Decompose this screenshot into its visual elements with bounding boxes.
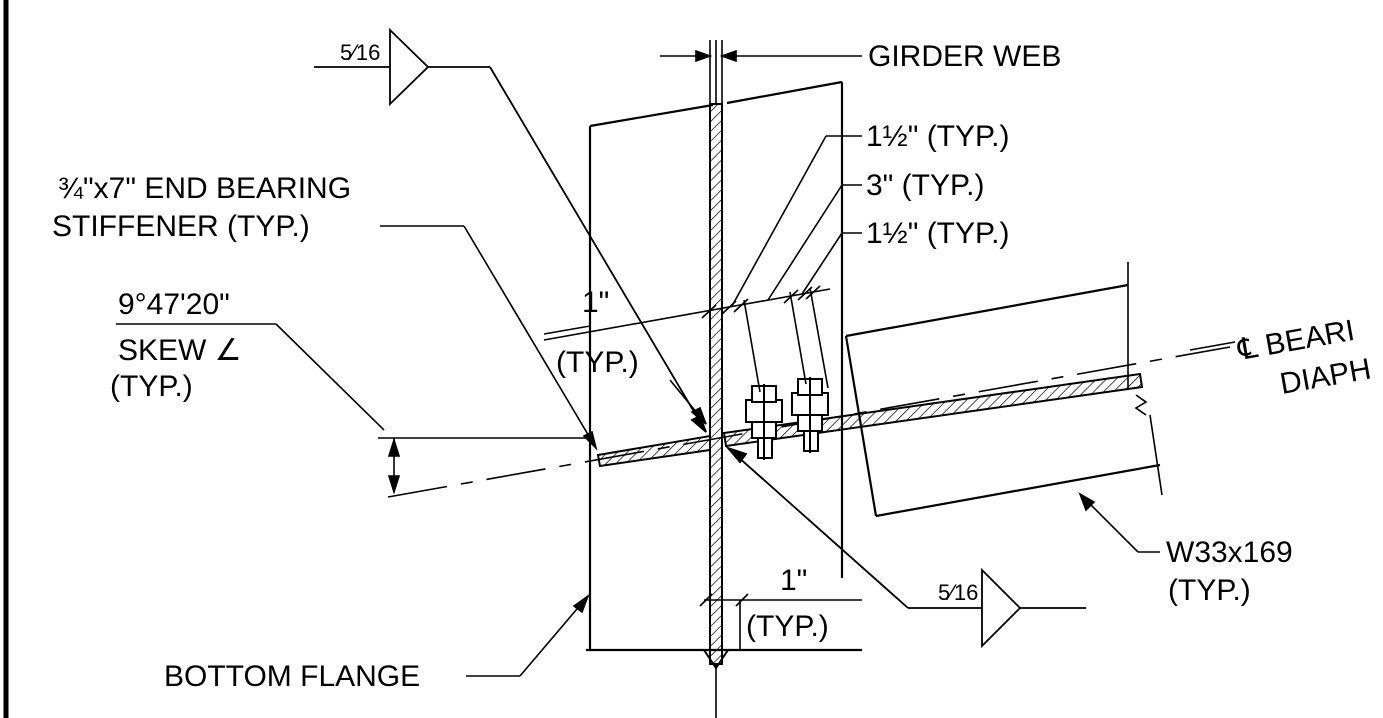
w-section-label: W33x169 [1166, 536, 1293, 569]
one-inch-top-value: 1" [582, 286, 609, 319]
one-inch-top-typ: (TYP.) [556, 346, 639, 379]
bolt-edge-distance-label-1: 1½" (TYP.) [866, 120, 1009, 153]
stiffener-leader [380, 225, 598, 451]
girder-web [703, 40, 729, 718]
weld-size-bottom: 5⁄16 [938, 580, 978, 605]
skew-typ-label: (TYP.) [110, 370, 193, 403]
weld-symbol-top [314, 27, 707, 433]
skew-angle-label: SKEW ∠ [118, 334, 242, 367]
weld-symbol-bottom [725, 446, 1086, 649]
one-inch-bottom-dimension [699, 593, 862, 650]
bottom-flange-leader [466, 593, 590, 677]
stiffener-label-line2: STIFFENER (TYP.) [52, 210, 310, 243]
w33x169-diaphragm-beam [844, 262, 1163, 518]
girder-web-dimension [660, 40, 862, 104]
skew-angle-leader [116, 323, 590, 495]
one-inch-bottom-typ: (TYP.) [746, 610, 829, 643]
bolt-edge-distance-label-2: 1½" (TYP.) [866, 217, 1009, 250]
weld-size-top: 5⁄16 [340, 40, 380, 65]
connection-plate [596, 372, 1144, 468]
bolt-spacing-leaders [731, 135, 862, 307]
bearing-centerline-label-2: DIAPH [1277, 352, 1373, 400]
dimension-chain-top [543, 285, 831, 393]
one-inch-bottom-value: 1" [780, 564, 807, 597]
end-bearing-stiffener-plate [588, 80, 844, 650]
bolt-group [745, 377, 829, 460]
bolt-spacing-label: 3" (TYP.) [866, 169, 984, 202]
one-inch-top-leader [543, 325, 707, 425]
w-section-typ: (TYP.) [1168, 574, 1251, 607]
w33x169-leader [1078, 492, 1160, 553]
bottom-flange-label: BOTTOM FLANGE [164, 660, 420, 693]
stiffener-label-line1: ¾"x7" END BEARING [58, 172, 351, 205]
skew-angle-value: 9°47'20" [118, 288, 230, 321]
girder-web-label: GIRDER WEB [868, 40, 1061, 73]
